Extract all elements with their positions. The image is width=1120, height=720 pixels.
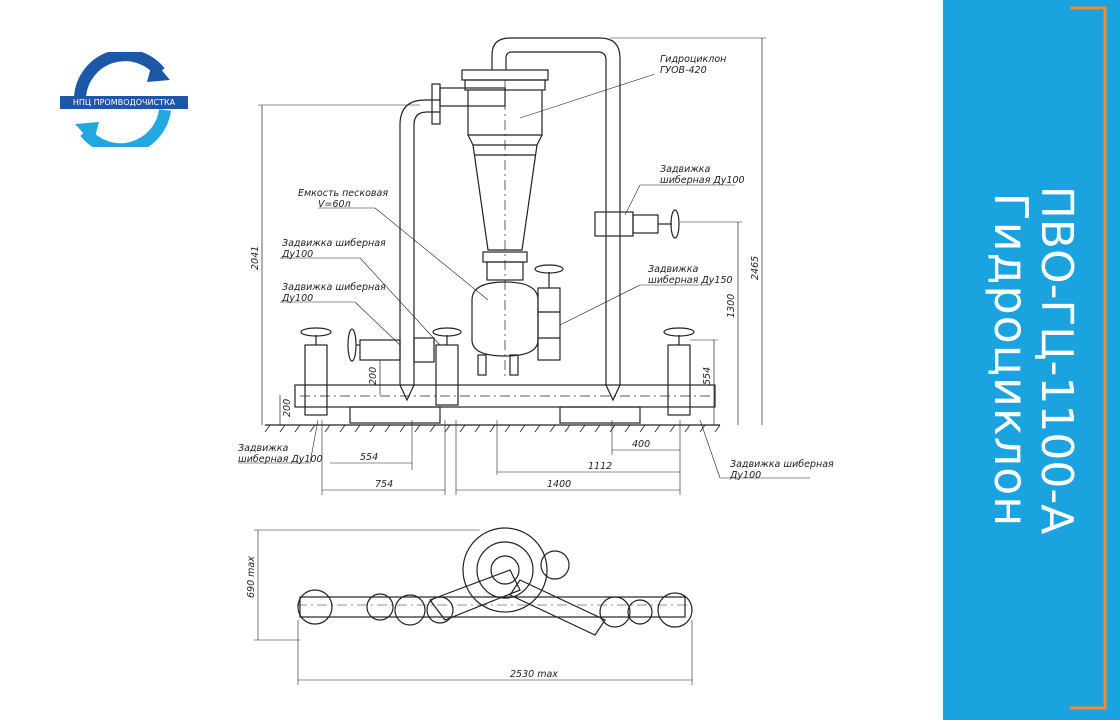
dim-200-left: 200	[282, 399, 293, 417]
label-valve-b-2: Ду100	[281, 293, 313, 304]
label-valve-du150-1: Задвижка	[648, 264, 699, 275]
dim-554-right: 554	[702, 367, 713, 385]
label-valve-br-2: Ду100	[729, 470, 761, 481]
side-panel	[943, 0, 1120, 720]
label-valve-du150-2: шиберная Ду150	[648, 275, 733, 286]
plan-beam	[299, 596, 686, 618]
label-hydrocyclone-2: ГУОВ-420	[660, 65, 707, 76]
product-title: Гидроциклон	[984, 192, 1038, 528]
label-valve-right-2: шиберная Ду100	[660, 175, 745, 186]
dim-690: 690 max	[246, 556, 257, 598]
support-left	[349, 406, 441, 424]
label-tank-1: Емкость песковая	[298, 188, 388, 199]
label-valve-br-1: Задвижка шиберная	[730, 459, 834, 470]
plan-pipe-diag	[429, 569, 521, 621]
dim-1300: 1300	[726, 294, 737, 318]
dim-1112: 1112	[588, 461, 612, 472]
company-logo	[74, 52, 171, 147]
inlet-flange	[431, 83, 441, 125]
valve-right-upper	[594, 211, 634, 237]
label-valve-bl-2: шиберная Ду100	[238, 454, 323, 465]
dim-200-mid: 200	[368, 367, 379, 385]
technical-drawing: Гидроциклон ГУОВ-420 Емкость песковая V=…	[238, 37, 834, 685]
label-valve-a-2: Ду100	[281, 249, 313, 260]
valve-left-horizontal	[359, 339, 401, 361]
ground-hatch	[264, 424, 721, 433]
top-loop	[491, 37, 621, 385]
left-riser	[399, 99, 440, 385]
orange-bracket	[1070, 6, 1107, 710]
label-hydrocyclone-1: Гидроциклон	[660, 54, 726, 65]
dim-2465: 2465	[750, 256, 761, 280]
label-valve-right-1: Задвижка	[660, 164, 711, 175]
plan-cyclone	[462, 527, 548, 613]
valve-far-left	[304, 344, 328, 416]
support-right	[559, 406, 641, 424]
dim-2530: 2530 max	[510, 669, 558, 680]
dim-1400: 1400	[547, 479, 571, 490]
dim-400: 400	[632, 439, 650, 450]
product-model: ПВО-ГЦ-1100-А	[1031, 185, 1082, 535]
label-valve-bl-1: Задвижка	[238, 443, 289, 454]
label-valve-a-1: Задвижка шиберная	[282, 238, 386, 249]
plan-valve-1	[297, 589, 333, 625]
label-valve-b-1: Задвижка шиберная	[282, 282, 386, 293]
valve-du150	[537, 287, 561, 361]
base-beam	[294, 384, 716, 408]
logo-text: НПЦ ПРОМВОДОЧИСТКА	[60, 96, 188, 109]
dim-754: 754	[375, 479, 393, 490]
dim-2041: 2041	[250, 246, 261, 270]
dim-554-bottom: 554	[360, 452, 378, 463]
inlet-pipe	[439, 87, 506, 107]
valve-far-right	[667, 344, 691, 416]
label-tank-2: V=60л	[318, 199, 351, 210]
